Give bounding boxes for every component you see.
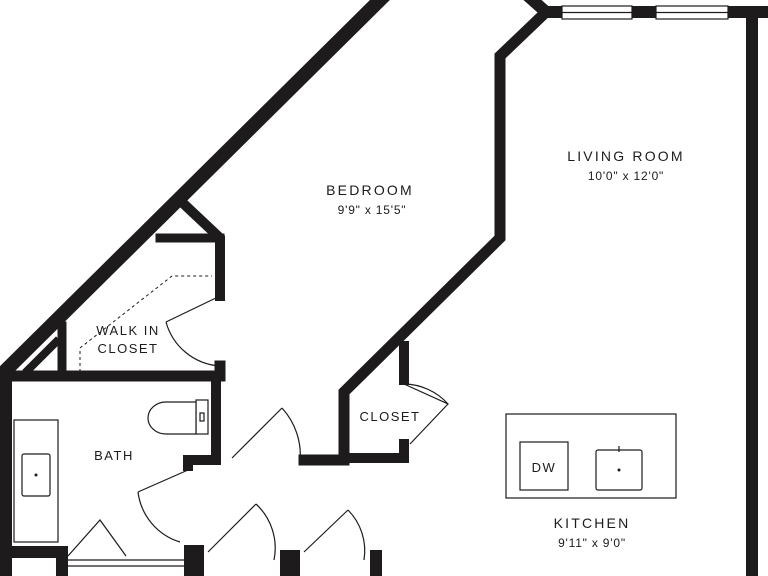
bedroom-living-partition [338, 4, 554, 462]
closet-bottom-wall [339, 439, 409, 463]
living-room-label: LIVING ROOM [567, 148, 685, 164]
bath-right-wall [183, 371, 221, 471]
walk-in-closet-label-line1: WALK IN [96, 323, 159, 338]
hall-wall-stub-2 [280, 550, 300, 576]
dishwasher [519, 441, 569, 491]
kitchen-sink-drain [617, 468, 621, 472]
walk-in-closet-door [165, 295, 221, 367]
labels: BEDROOM 9'9" x 15'5" LIVING ROOM 10'0" x… [94, 148, 685, 550]
walk-in-closet-top-wall [178, 198, 225, 301]
hall-door-1 [207, 503, 276, 561]
left-chamfer-wall [22, 336, 62, 376]
bath-closet-door [67, 519, 184, 567]
closet-door [403, 383, 450, 445]
hall-door-2 [303, 509, 366, 561]
bath-door [137, 469, 189, 543]
walk-in-closet-label-line2: CLOSET [97, 341, 158, 356]
walk-in-shelf-line [79, 275, 212, 372]
kitchen-dims: 9'11" x 9'0" [558, 536, 626, 550]
toilet-bowl [147, 401, 197, 435]
exterior-diagonal-wall [0, 0, 390, 386]
doors [67, 295, 450, 567]
dishwasher-label: DW [532, 460, 557, 475]
bedroom-door [231, 407, 301, 463]
bedroom-dims: 9'9" x 15'5" [338, 203, 407, 217]
bath-bottom-left-wall [0, 546, 68, 576]
bath-fixtures [13, 399, 209, 543]
kitchen-island [505, 413, 677, 499]
hall-wall-stub-3 [370, 550, 382, 576]
sink-drain [34, 473, 38, 477]
toilet-flush [199, 412, 205, 422]
kitchen-label: KITCHEN [554, 515, 631, 531]
hall-wall-stub-1 [184, 545, 204, 576]
windows [561, 5, 729, 20]
bath-label: BATH [94, 448, 134, 463]
living-room-dims: 10'0" x 12'0" [588, 169, 664, 183]
closet-label: CLOSET [359, 409, 420, 424]
bedroom-label: BEDROOM [326, 182, 414, 198]
